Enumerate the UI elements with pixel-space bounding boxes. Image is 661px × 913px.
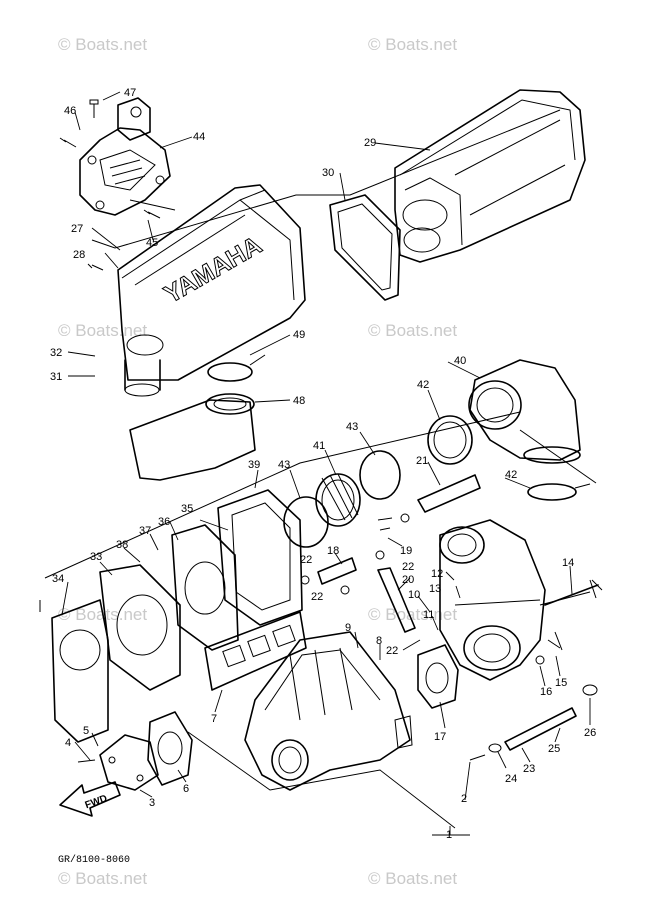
callout-3: 3 <box>149 797 155 809</box>
callout-29: 29 <box>364 137 376 149</box>
callout-46: 46 <box>64 105 76 117</box>
watermark: © Boats.net <box>368 321 457 340</box>
leader-lines <box>61 91 591 836</box>
watermark: © Boats.net <box>58 321 147 340</box>
callout-20: 20 <box>402 574 414 586</box>
callout-14: 14 <box>562 557 574 569</box>
watermark: © Boats.net <box>368 605 457 624</box>
callout-7: 7 <box>211 713 217 725</box>
callout-25: 25 <box>548 743 560 755</box>
callout-6: 6 <box>183 783 189 795</box>
cover-plate <box>77 734 159 791</box>
fwd-arrow-icon: FWD <box>59 781 121 817</box>
callout-49: 49 <box>293 329 305 341</box>
callout-42: 42 <box>505 469 517 481</box>
callout-12: 12 <box>431 568 443 580</box>
callout-42: 42 <box>417 379 429 391</box>
callout-32: 32 <box>50 347 62 359</box>
callout-22: 22 <box>386 645 398 657</box>
callout-39: 39 <box>248 459 260 471</box>
intake-cover <box>394 89 586 263</box>
callout-35: 35 <box>181 503 193 515</box>
callout-11: 11 <box>423 609 434 621</box>
callout-15: 15 <box>555 677 567 689</box>
callout-22: 22 <box>300 554 312 566</box>
callout-16: 16 <box>540 686 552 698</box>
drawing-code: GR/8100-8060 <box>58 854 130 866</box>
intake-hose <box>129 354 266 481</box>
callout-40: 40 <box>454 355 466 367</box>
intake-silencer-body: YAMAHA <box>87 184 306 397</box>
callout-45: 45 <box>146 237 158 249</box>
callout-27: 27 <box>71 223 83 235</box>
callout-41: 41 <box>313 440 325 452</box>
callout-4: 4 <box>65 737 71 749</box>
callout-43: 43 <box>346 421 358 433</box>
callout-24: 24 <box>505 773 517 785</box>
callout-26: 26 <box>584 727 596 739</box>
callout-22: 22 <box>311 591 323 603</box>
watermark: © Boats.net <box>58 35 147 54</box>
cover-gasket <box>329 194 401 301</box>
watermark: © Boats.net <box>58 869 147 888</box>
callout-44: 44 <box>193 131 205 143</box>
callout-31: 31 <box>50 371 62 383</box>
callout-30: 30 <box>322 167 334 179</box>
callout-36: 36 <box>158 516 170 528</box>
callout-43: 43 <box>278 459 290 471</box>
callout-18: 18 <box>327 545 339 557</box>
callout-33: 33 <box>90 551 102 563</box>
callout-22: 22 <box>402 561 414 573</box>
water-box <box>439 519 597 681</box>
callout-17: 17 <box>434 731 446 743</box>
callout-34: 34 <box>52 573 64 585</box>
watermark: © Boats.net <box>368 35 457 54</box>
group-boundaries <box>39 109 597 612</box>
callout-23: 23 <box>523 763 535 775</box>
fwd-label: FWD <box>84 793 109 811</box>
callout-47: 47 <box>124 87 136 99</box>
intake-elbow <box>427 359 581 465</box>
gaskets <box>51 489 459 786</box>
clamps-and-coupling <box>283 450 591 548</box>
callout-19: 19 <box>400 545 412 557</box>
callout-9: 9 <box>345 622 351 634</box>
callout-1: 1 <box>446 829 452 841</box>
fittings <box>469 579 603 761</box>
callout-10: 10 <box>408 589 420 601</box>
callout-28: 28 <box>73 249 85 261</box>
watermarks: © Boats.net © Boats.net © Boats.net © Bo… <box>58 35 457 888</box>
callout-38: 38 <box>116 539 128 551</box>
exhaust-manifold <box>244 631 413 791</box>
callout-2: 2 <box>461 793 467 805</box>
callouts: 1 2 3 4 5 6 7 8 9 10 11 12 13 14 15 16 1… <box>50 87 596 841</box>
watermark: © Boats.net <box>368 869 457 888</box>
callout-13: 13 <box>429 583 441 595</box>
callout-21: 21 <box>416 455 428 467</box>
callout-5: 5 <box>83 725 89 737</box>
callout-8: 8 <box>376 635 382 647</box>
callout-37: 37 <box>139 525 151 537</box>
callout-48: 48 <box>293 395 305 407</box>
engine-mount-bracket <box>59 97 171 219</box>
